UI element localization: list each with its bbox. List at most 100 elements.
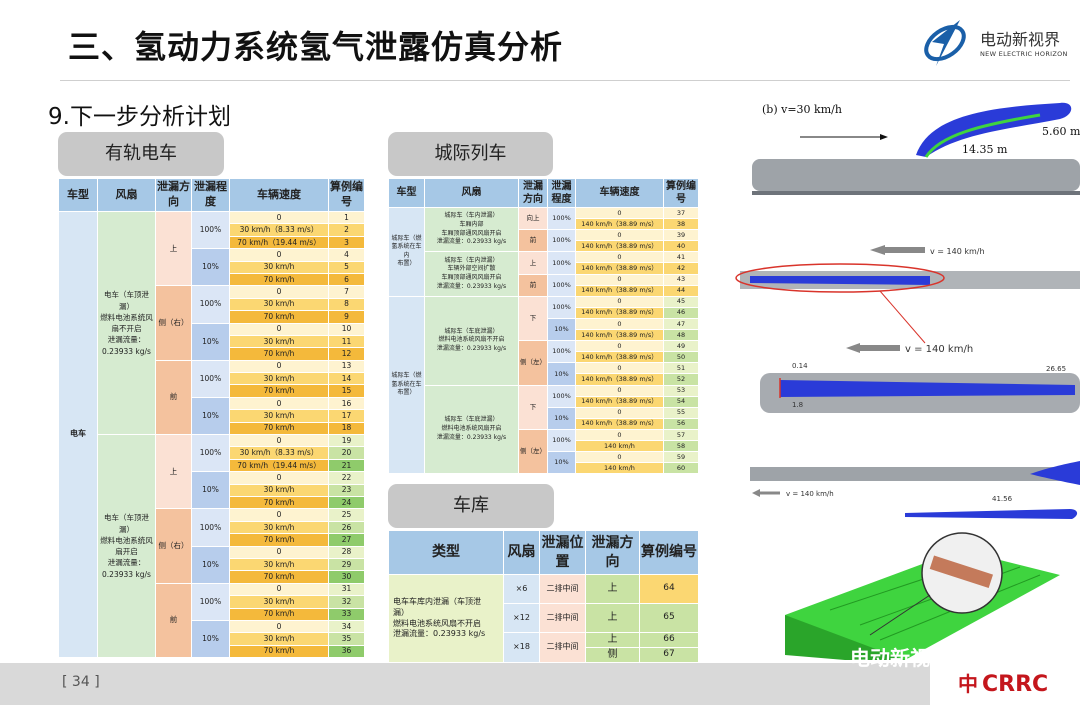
header-cell: 车型	[58, 178, 98, 212]
garage-id-cell: 66	[639, 632, 699, 648]
speed-cell: 0	[575, 251, 664, 264]
header-cell: 车型	[388, 178, 425, 208]
case-id-cell: 49	[663, 340, 699, 353]
tram-tab: 有轨电车	[58, 132, 224, 176]
speed-cell: 70 km/h	[229, 533, 329, 547]
case-id-cell: 3	[328, 235, 365, 250]
header-cell: 泄漏方向	[518, 178, 548, 208]
case-id-cell: 38	[663, 218, 699, 231]
case-id-cell: 45	[663, 295, 699, 308]
case-id-cell: 55	[663, 406, 699, 419]
speed-cell: 0	[229, 508, 329, 522]
value-label: 26.65	[1046, 365, 1066, 373]
title-divider	[60, 80, 1070, 81]
train-body-1	[752, 159, 1080, 191]
header-cell: 泄漏方向	[155, 178, 192, 212]
direction-cell: 上	[155, 210, 192, 287]
direction-cell: 侧（左）	[518, 340, 548, 386]
case-id-cell: 20	[328, 446, 365, 460]
simulation-figure: (b) v=30 km/h 14.35 m 5.60 m v = 140 km/…	[735, 102, 1080, 665]
speed-cell: 0	[575, 362, 664, 375]
garage-tab: 车库	[388, 484, 554, 528]
slide-title: 三、氢动力系统氢气泄露仿真分析	[68, 28, 564, 66]
speed-cell: 70 km/h	[229, 644, 329, 659]
logo-en-text: NEW ELECTRIC HORIZON	[980, 50, 1068, 58]
degree-cell: 10%	[547, 362, 576, 386]
speed-cell: 140 km/h（38.89 m/s）	[575, 284, 664, 297]
degree-cell: 100%	[547, 384, 576, 408]
case-id-cell: 59	[663, 451, 699, 464]
degree-cell: 100%	[547, 340, 576, 364]
degree-cell: 10%	[191, 396, 230, 436]
speed-cell: 30 km/h（8.33 m/s）	[229, 223, 329, 237]
header-cell: 风扇	[97, 178, 156, 212]
page-number: [ 34 ]	[62, 674, 100, 690]
speed-label: v = 140 km/h	[905, 344, 973, 355]
fan-line: 燃料电池系统风扇开启	[441, 425, 502, 433]
speed-cell: 0	[575, 451, 664, 464]
case-id-cell: 29	[328, 557, 365, 572]
case-id-cell: 35	[328, 632, 365, 646]
zoom-pointer	[869, 594, 931, 636]
speed-cell: 30 km/h（8.33 m/s）	[229, 446, 329, 460]
hydrogen-cloud-2	[750, 276, 930, 285]
case-id-cell: 30	[328, 570, 365, 584]
fan-cell: 城际车（车内泄漏）车辆外部空间扩散车厢顶部通风风扇开启泄漏流量：0.23933 …	[424, 251, 519, 297]
fan-flow-value: 0.23933 kg/s	[102, 346, 151, 356]
intercity-tab: 城际列车	[388, 132, 553, 176]
header-cell: 泄漏程度	[191, 178, 230, 212]
table-row: 140 km/h（38.89 m/s）38	[389, 218, 699, 231]
direction-cell: 侧（右）	[155, 508, 192, 584]
garage-id-cell: 64	[639, 574, 699, 604]
case-id-cell: 23	[328, 483, 365, 498]
speed-cell: 0	[575, 273, 664, 286]
speed-cell: 0	[229, 322, 329, 336]
speed-cell: 0	[229, 285, 329, 299]
speed-cell: 30 km/h	[229, 483, 329, 498]
case-id-cell: 17	[328, 409, 365, 423]
garage-floor-edge	[785, 615, 905, 665]
fan-line: 泄漏流量：0.23933 kg/s	[436, 238, 507, 246]
callout-line	[879, 290, 926, 344]
fan-cell: 城际车（车内泄漏）车厢内部车厢顶部通风风扇开启泄漏流量：0.23933 kg/s	[424, 206, 519, 253]
panel-arrow-head	[880, 134, 888, 140]
fan-line: 车厢顶部通风风扇开启	[441, 274, 502, 282]
speed-cell: 140 km/h（38.89 m/s）	[575, 306, 664, 319]
header-cell: 风扇	[424, 178, 519, 208]
speed-cell: 70 km/h（19.44 m/s）	[229, 458, 329, 473]
direction-cell: 上	[155, 434, 192, 510]
case-id-cell: 48	[663, 329, 699, 342]
garage-table: 类型 风扇 泄漏位置 泄漏方向 算例编号 电车车库内泄漏（车顶泄 漏） 燃料电池…	[388, 530, 699, 663]
header-cell: 算例编号	[328, 178, 365, 212]
fan-flow-label: 泄漏流量：	[107, 335, 146, 345]
degree-cell: 10%	[547, 406, 576, 430]
degree-cell: 10%	[547, 317, 576, 342]
garage-type-cell: 电车车库内泄漏（车顶泄 漏） 燃料电池系统风扇不开启 泄漏流量：0.23933 …	[388, 574, 504, 663]
speed-cell: 140 km/h（38.89 m/s）	[575, 351, 664, 364]
panel-b-label: (b) v=30 km/h	[762, 103, 842, 116]
degree-cell: 100%	[547, 229, 576, 253]
case-id-cell: 6	[328, 272, 365, 287]
fan-line: 泄漏流量：0.23933 kg/s	[436, 344, 507, 352]
case-id-cell: 28	[328, 545, 365, 559]
fan-line: 泄漏流量：0.23933 kg/s	[436, 433, 507, 441]
vehicle-line: 布置）	[397, 389, 416, 397]
case-id-cell: 4	[328, 248, 365, 262]
vehicle-line: 氢系统在车	[391, 380, 422, 388]
train-body-4	[750, 467, 1080, 481]
speed-cell: 0	[575, 384, 664, 397]
